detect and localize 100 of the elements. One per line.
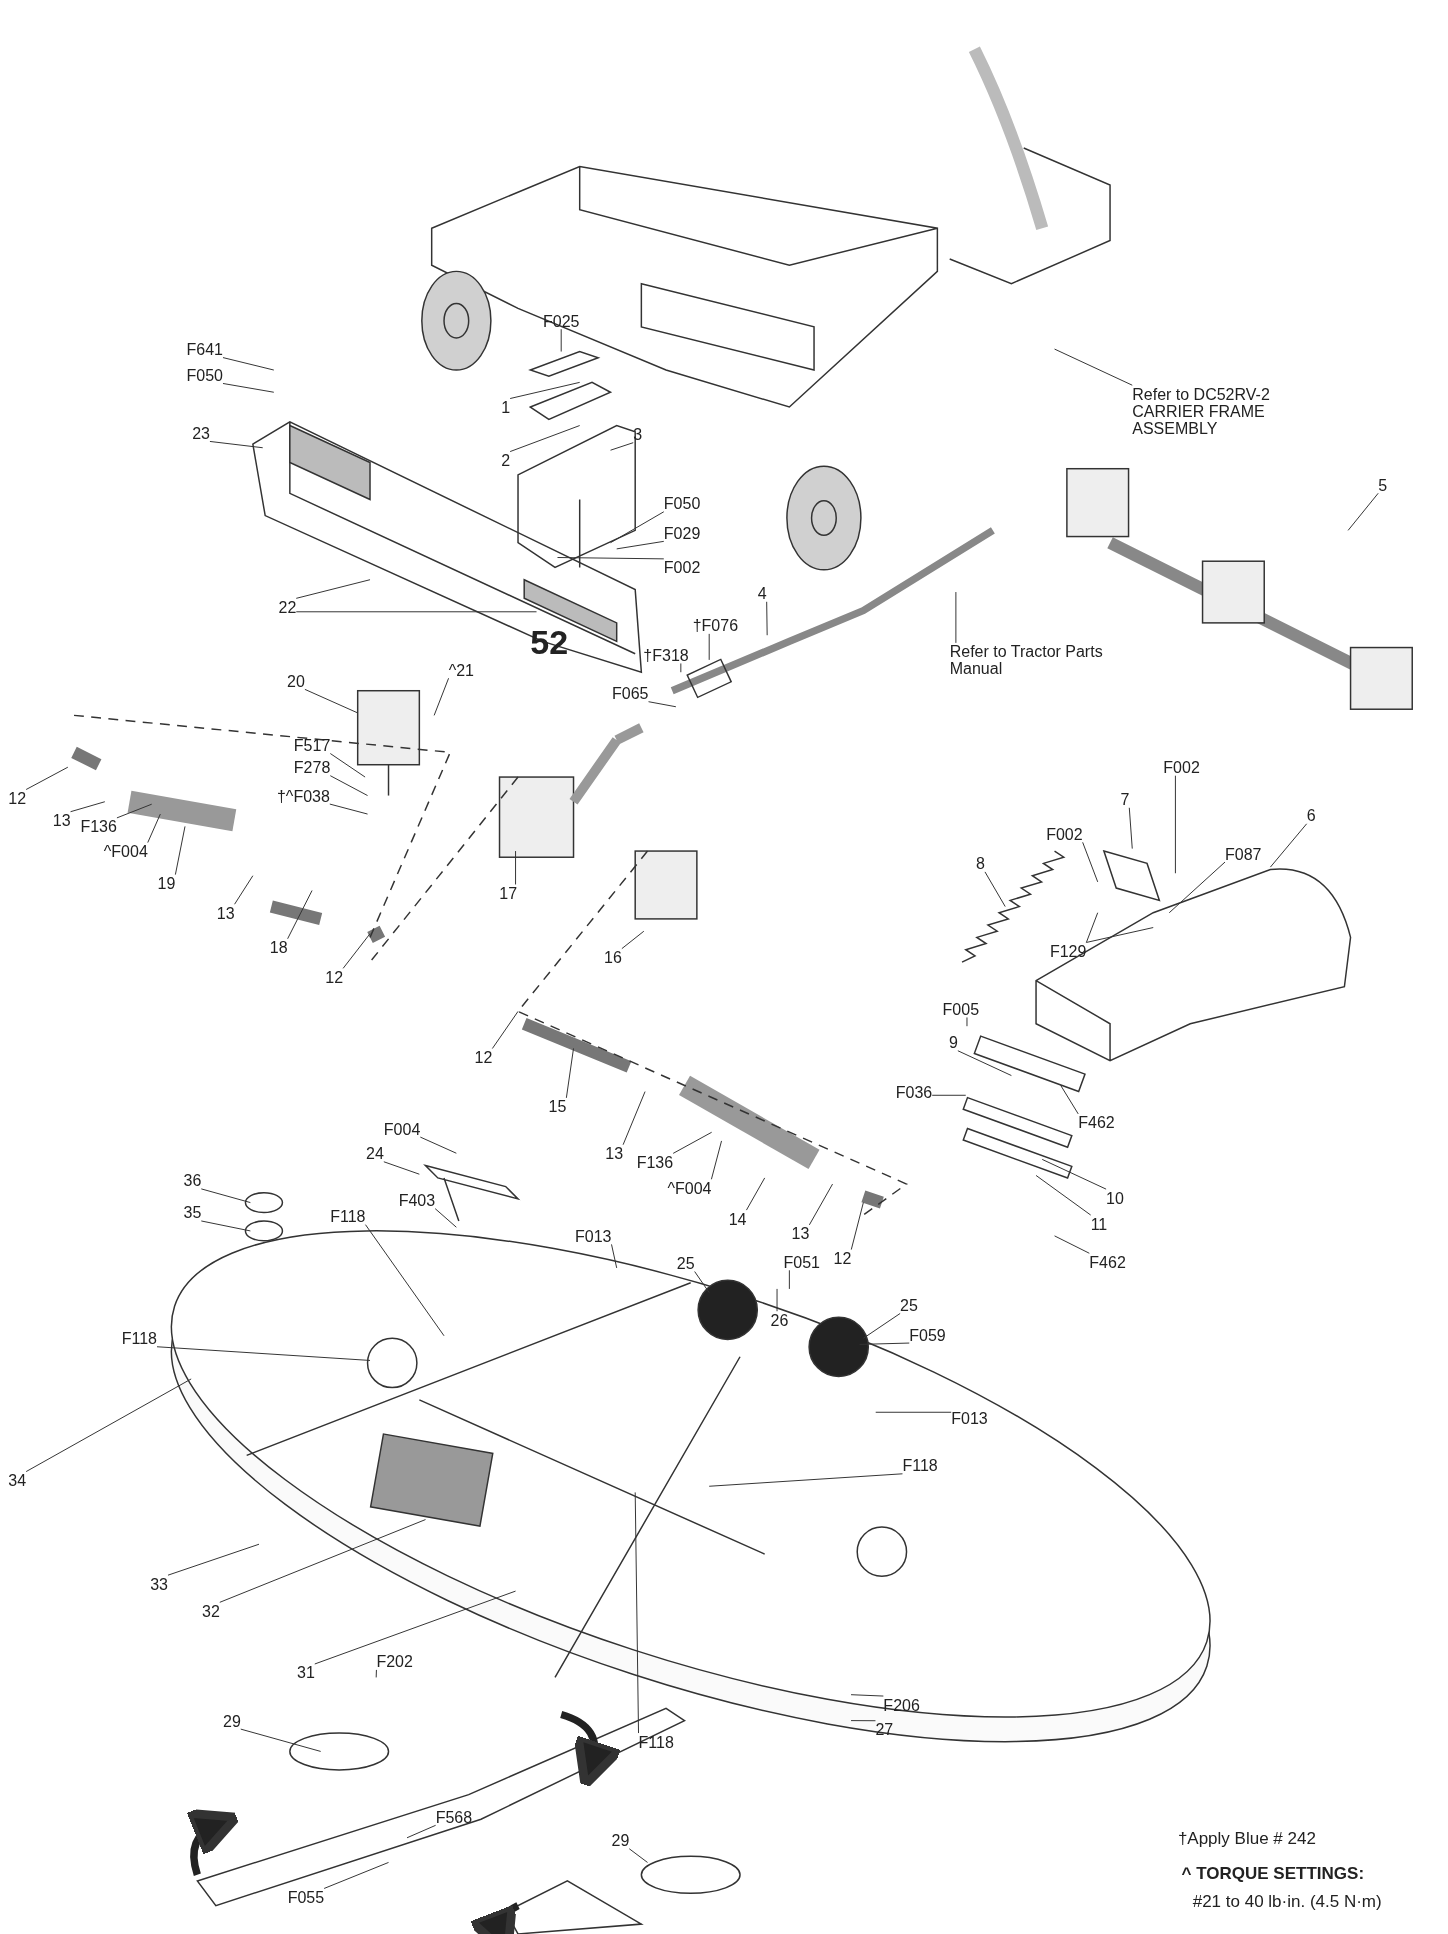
- leader-line: [557, 557, 665, 560]
- callout-number: †F076: [692, 616, 739, 634]
- callout-number: F055: [287, 1888, 325, 1906]
- callout-number: 6: [1306, 806, 1316, 824]
- leader-line: [957, 1050, 1012, 1077]
- leader-line: [621, 930, 645, 950]
- leader-line: [25, 766, 69, 790]
- note-heading: ^ TORQUE SETTINGS:: [1181, 1863, 1365, 1884]
- callout-number: 16: [604, 948, 622, 966]
- leader-line: [200, 1188, 251, 1204]
- callout-number: 22: [278, 598, 297, 616]
- callout-number: F087: [1225, 845, 1262, 862]
- callout-number: 12: [8, 789, 27, 807]
- callout-number: F065: [612, 684, 649, 702]
- leader-line: [509, 381, 581, 400]
- callout-number: 25: [676, 1254, 695, 1272]
- leader-line: [375, 1669, 377, 1678]
- callout-number: 17: [499, 884, 518, 902]
- leader-line: [616, 540, 665, 550]
- leader-line: [1085, 927, 1154, 943]
- leader-line: [766, 601, 768, 636]
- reference-note: Refer to DC52RV-2 CARRIER FRAME ASSEMBLY: [1132, 385, 1333, 437]
- leader-line: [648, 701, 677, 708]
- leader-line: [850, 1694, 884, 1697]
- footnote: †Apply Blue # 242: [1177, 1829, 1316, 1850]
- leader-line: [560, 328, 562, 353]
- callout-number: †F318: [643, 646, 689, 664]
- callout-number: F029: [663, 524, 701, 542]
- leader-line: [611, 1243, 618, 1269]
- callout-number: 31: [297, 1663, 315, 1681]
- callout-number: 12: [833, 1249, 852, 1267]
- leader-line: [565, 1047, 575, 1099]
- leader-line: [672, 1131, 713, 1154]
- callout-number: F403: [398, 1191, 436, 1209]
- leader-line: [222, 357, 275, 371]
- reference-note: Refer to Tractor Parts Manual: [949, 642, 1150, 677]
- leader-line: [850, 1202, 864, 1251]
- leader-line: [862, 1312, 901, 1339]
- callout-number: F050: [186, 366, 223, 384]
- callout-number: 29: [223, 1712, 241, 1730]
- leader-line: [628, 1848, 649, 1863]
- callout-number: F462: [1078, 1113, 1115, 1131]
- leader-line: [850, 1720, 876, 1722]
- callout-number: F050: [663, 494, 701, 512]
- leader-line: [1054, 348, 1133, 386]
- leader-line: [622, 1091, 646, 1146]
- callout-number: F118: [902, 1456, 938, 1474]
- leader-line: [680, 662, 682, 673]
- leader-line: [406, 1824, 437, 1839]
- leader-line: [745, 1177, 766, 1211]
- callout-number: ^F004: [667, 1179, 712, 1197]
- callout-number: F278: [293, 758, 331, 776]
- leader-line: [694, 1271, 710, 1294]
- callout-number: 5: [1378, 476, 1388, 494]
- callout-number: F002: [663, 558, 701, 576]
- leader-line: [364, 1224, 445, 1337]
- leader-line: [1082, 841, 1099, 883]
- leader-line: [167, 1543, 260, 1576]
- leader-line: [1041, 1158, 1107, 1190]
- callout-number: F059: [909, 1326, 946, 1343]
- leader-line: [859, 1342, 910, 1345]
- callout-number: ^21: [448, 661, 474, 679]
- callout-number: F013: [951, 1409, 988, 1427]
- leader-line: [383, 1161, 420, 1175]
- callout-number: 24: [366, 1144, 384, 1162]
- callout-number: 23: [192, 424, 210, 442]
- callout-number: F129: [1049, 942, 1087, 960]
- callout-number: 25: [900, 1296, 918, 1314]
- leader-line: [875, 1411, 952, 1413]
- leader-line: [240, 1728, 322, 1752]
- callout-number: 2: [501, 451, 511, 469]
- callout-number: 9: [948, 1033, 958, 1051]
- callout-number: 14: [728, 1210, 747, 1228]
- callout-number: F013: [575, 1227, 612, 1245]
- callout-number: 33: [150, 1575, 168, 1593]
- leader-line: [209, 440, 264, 449]
- callout-number: 34: [8, 1471, 27, 1489]
- leader-line: [509, 425, 581, 453]
- callout-number: F002: [1163, 758, 1200, 776]
- callout-number: F136: [636, 1153, 674, 1171]
- leader-line: [788, 1269, 790, 1290]
- leader-line: [984, 871, 1006, 908]
- callout-number: F118: [330, 1207, 366, 1225]
- leader-line: [147, 813, 161, 844]
- leader-line: [1347, 492, 1379, 531]
- leader-line: [234, 875, 254, 905]
- leader-line: [323, 1861, 389, 1889]
- callout-number: 7: [1120, 790, 1130, 808]
- callout-number: 13: [791, 1224, 810, 1242]
- callout-number: F004: [383, 1120, 421, 1138]
- leader-line: [634, 1491, 640, 1734]
- leader-line: [329, 753, 366, 778]
- leader-line: [156, 1346, 371, 1361]
- leader-line: [304, 688, 359, 714]
- callout-number: F517: [293, 736, 331, 754]
- leader-line: [219, 1519, 426, 1603]
- callout-number: 3: [633, 425, 643, 443]
- leader-line: [610, 442, 634, 451]
- leader-line: [1035, 1174, 1092, 1216]
- leader-line: [419, 1136, 457, 1154]
